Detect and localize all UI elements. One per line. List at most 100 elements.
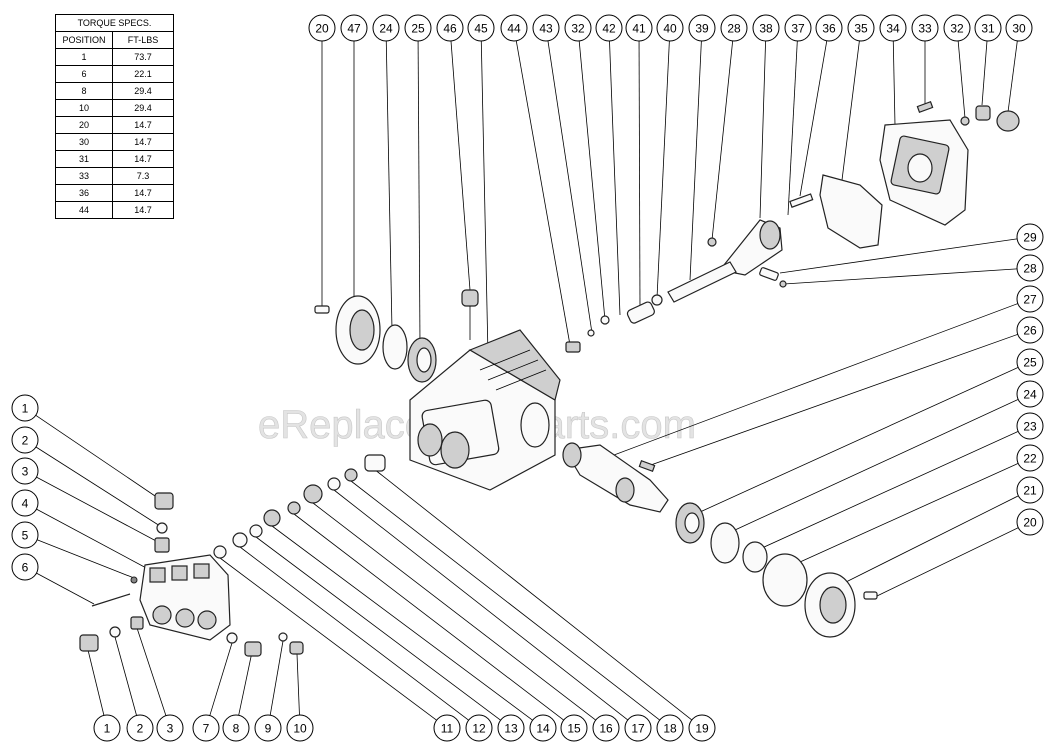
leader-line xyxy=(293,513,564,721)
table-cell-position: 33 xyxy=(55,167,113,185)
callout-top-36: 36 xyxy=(815,14,843,42)
leader-line xyxy=(779,238,1018,274)
callout-right-28: 28 xyxy=(1016,254,1044,282)
plunger-part xyxy=(667,261,737,303)
callout-top-32: 32 xyxy=(943,14,971,42)
callout-circle xyxy=(656,714,684,742)
bearing-25-right-part xyxy=(675,502,705,544)
callout-right-21: 21 xyxy=(1016,476,1044,504)
leader-line xyxy=(515,40,571,346)
callout-bottom-2: 2 xyxy=(126,714,154,742)
table-cell-value: 29.4 xyxy=(112,82,174,100)
plug-30-part xyxy=(996,110,1020,132)
leader-line xyxy=(417,40,421,346)
ring-28-right-part xyxy=(779,280,787,288)
callout-circle xyxy=(560,714,588,742)
leader-line xyxy=(238,651,253,716)
callout-circle xyxy=(656,14,684,42)
callout-bottom-17: 17 xyxy=(624,714,652,742)
oring-7-part xyxy=(226,632,238,644)
callout-number: 37 xyxy=(791,22,805,36)
callout-number: 29 xyxy=(1023,231,1037,245)
callout-number: 23 xyxy=(1023,420,1037,434)
table-cell-value: 29.4 xyxy=(112,99,174,117)
callout-top-37: 37 xyxy=(784,14,812,42)
leader-line xyxy=(36,508,151,571)
callout-bottom-16: 16 xyxy=(592,714,620,742)
callout-number: 32 xyxy=(950,22,964,36)
leader-line xyxy=(114,636,137,716)
ring-18-part xyxy=(344,468,358,482)
table-cell-value: 73.7 xyxy=(112,48,174,66)
callout-number: 46 xyxy=(443,22,457,36)
leader-line xyxy=(296,653,300,716)
callout-circle xyxy=(974,14,1002,42)
rear-flange-21-part xyxy=(804,572,856,638)
leader-line xyxy=(783,268,1018,285)
leader-line xyxy=(981,40,988,106)
table-cell-position: 20 xyxy=(55,116,113,134)
callout-circle xyxy=(11,521,39,549)
callout-circle xyxy=(254,714,282,742)
gasket-22-part xyxy=(762,553,808,607)
oring-24-top-part xyxy=(382,324,408,370)
callout-number: 11 xyxy=(441,722,454,736)
leader-line xyxy=(876,527,1019,597)
leader-line xyxy=(209,642,233,716)
plug-31-part xyxy=(975,105,991,121)
leader-line xyxy=(892,40,896,126)
callout-number: 30 xyxy=(1012,22,1026,36)
callout-top-34: 34 xyxy=(879,14,907,42)
callout-circle xyxy=(11,553,39,581)
callout-bottom-15: 15 xyxy=(560,714,588,742)
callout-number: 26 xyxy=(1023,324,1037,338)
ring-28-top-part xyxy=(707,237,717,247)
callout-number: 2 xyxy=(137,722,144,736)
table-cell-value: 14.7 xyxy=(112,116,174,134)
callout-bottom-11: 11 xyxy=(433,714,461,742)
callout-right-27: 27 xyxy=(1016,285,1044,313)
callout-circle xyxy=(222,714,250,742)
callout-number: 20 xyxy=(315,22,329,36)
seal-23-part xyxy=(742,541,768,573)
callout-number: 5 xyxy=(22,529,29,543)
callout-number: 9 xyxy=(265,722,272,736)
callout-circle xyxy=(11,489,39,517)
callout-number: 27 xyxy=(1023,293,1037,307)
callout-number: 33 xyxy=(918,22,932,36)
callout-number: 28 xyxy=(727,22,741,36)
leader-line xyxy=(333,489,629,721)
callout-circle xyxy=(532,14,560,42)
callout-number: 24 xyxy=(1023,388,1037,402)
plunger-guide-part xyxy=(626,301,655,324)
callout-circle xyxy=(625,14,653,42)
ring-42-part xyxy=(600,315,610,325)
callout-circle xyxy=(847,14,875,42)
front-flange-part xyxy=(335,295,381,365)
callout-number: 7 xyxy=(203,722,210,736)
callout-top-42: 42 xyxy=(595,14,623,42)
callout-top-41: 41 xyxy=(625,14,653,42)
callout-number: 25 xyxy=(1023,356,1037,370)
callout-left-5: 5 xyxy=(11,521,39,549)
callout-circle xyxy=(720,14,748,42)
leader-line xyxy=(711,40,734,241)
table-cell-value: 14.7 xyxy=(112,133,174,151)
callout-top-28: 28 xyxy=(720,14,748,42)
callout-top-40: 40 xyxy=(656,14,684,42)
callout-number: 40 xyxy=(663,22,677,36)
torque-table-header-ftlbs: FT-LBS xyxy=(112,31,174,49)
callout-number: 2 xyxy=(22,434,29,448)
callout-circle xyxy=(436,14,464,42)
callout-circle xyxy=(1016,476,1044,504)
callout-circle xyxy=(564,14,592,42)
callout-circle xyxy=(1016,348,1044,376)
crankshaft-part xyxy=(562,442,669,513)
leader-lines xyxy=(35,40,1019,721)
callout-bottom-14: 14 xyxy=(529,714,557,742)
